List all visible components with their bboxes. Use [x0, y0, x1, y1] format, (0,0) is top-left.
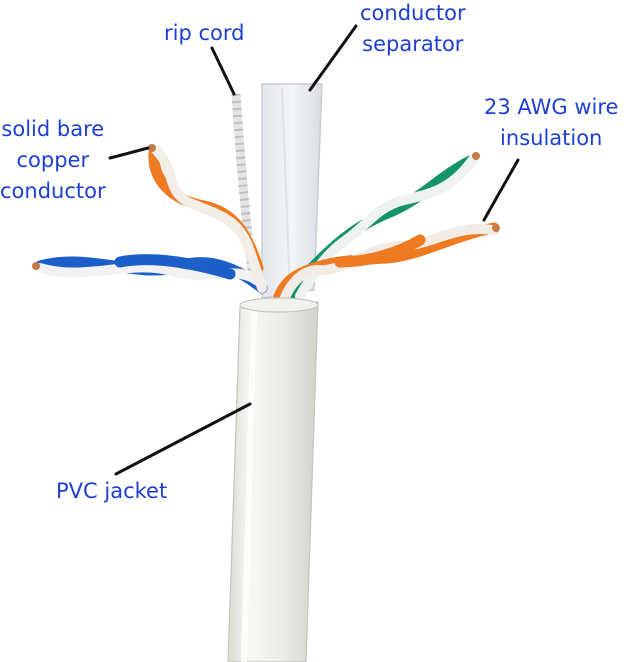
copper-tip	[32, 262, 40, 270]
label-23-awg-wire-insulation: 23 AWG wire insulation	[484, 95, 619, 150]
green-pair	[286, 152, 480, 304]
blue-pair	[32, 254, 268, 294]
orange-pair-left	[148, 144, 267, 293]
orange-pair-right	[272, 222, 500, 306]
leader-conductor-separator	[308, 24, 358, 92]
conductor-separator	[261, 83, 323, 299]
copper-tip	[492, 224, 500, 232]
label-conductor-separator: conductor separator	[360, 1, 466, 56]
leader-pvc-jacket	[114, 402, 252, 476]
label-pvc-jacket: PVC jacket	[56, 479, 168, 503]
copper-tip	[148, 144, 156, 152]
leader-rip-cord	[210, 46, 236, 96]
leader-lines	[108, 24, 520, 476]
label-solid-bare-copper-conductor: solid bare copper conductor	[0, 117, 106, 203]
label-rip-cord: rip cord	[164, 21, 245, 45]
leader-wire-insulation	[482, 158, 520, 222]
leader-copper-conductor	[108, 146, 150, 160]
copper-tip	[472, 152, 480, 160]
pvc-jacket	[227, 297, 319, 662]
